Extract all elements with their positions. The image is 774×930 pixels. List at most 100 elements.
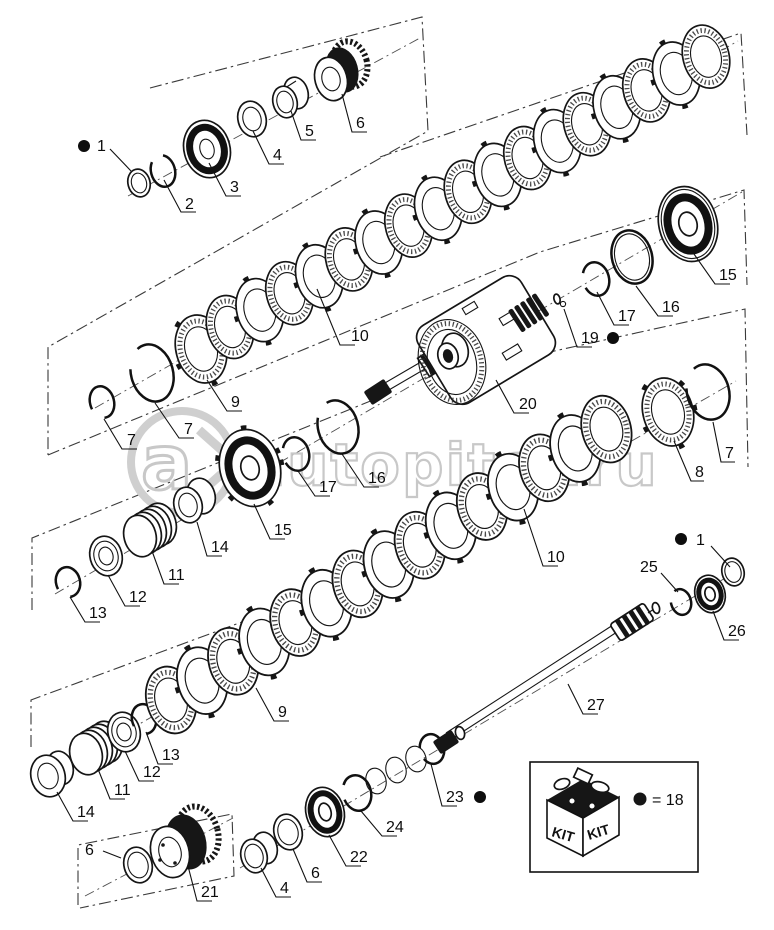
- callout-3: 3: [230, 179, 239, 196]
- callout-8: 8: [695, 464, 704, 481]
- part-oring-1b: [720, 557, 746, 587]
- part-pin-19: [559, 300, 567, 308]
- leader-line: [260, 867, 291, 898]
- boundary-line: [499, 308, 749, 468]
- kit-item-dot-icon: [474, 791, 486, 803]
- callout-9: 9: [231, 394, 240, 411]
- part-shaft-27: [433, 601, 661, 754]
- leader-line: [292, 848, 322, 883]
- part-snap-ring-16b: [316, 399, 360, 455]
- callout-12: 12: [143, 764, 161, 781]
- callout-13: 13: [89, 605, 107, 622]
- boundary-line: [77, 813, 235, 909]
- callout-23: 23: [446, 789, 464, 806]
- callout-7: 7: [127, 432, 136, 449]
- kit-legend-box: KIT KIT = 18: [529, 761, 699, 873]
- callout-12: 12: [129, 589, 147, 606]
- callout-13: 13: [162, 747, 180, 764]
- callout-24: 24: [386, 819, 404, 836]
- leader-line: [430, 763, 457, 807]
- kit-legend-text: = 18: [652, 792, 684, 809]
- part-bushing-4b: [239, 831, 279, 874]
- part-bearing-26: [693, 574, 727, 614]
- part-bearing-flange-15: [215, 425, 285, 511]
- leader-line: [635, 285, 673, 317]
- leader-line: [253, 503, 285, 540]
- callout-17: 17: [319, 479, 337, 496]
- leader-line: [710, 545, 731, 568]
- leader-line: [693, 253, 730, 285]
- callout-16: 16: [368, 470, 386, 487]
- callout-26: 26: [728, 623, 746, 640]
- part-ring-16: [610, 229, 654, 285]
- callout-10: 10: [351, 328, 369, 345]
- leader-line: [712, 421, 735, 463]
- callout-20: 20: [519, 396, 537, 413]
- leader-line: [56, 791, 88, 822]
- part-drum-assembly-20: [364, 274, 562, 406]
- kit-label-left: KIT: [550, 824, 577, 846]
- callout-6: 6: [311, 865, 320, 882]
- leader-line: [187, 865, 212, 902]
- leader-line: [196, 521, 222, 557]
- leader-line: [97, 768, 125, 800]
- part-piston-15: [657, 185, 719, 263]
- part-oring-1: [126, 168, 152, 198]
- leader-line: [712, 610, 739, 641]
- callout-11: 11: [168, 567, 185, 584]
- leader-line: [328, 834, 361, 867]
- leader-line: [103, 418, 137, 450]
- callout-11: 11: [114, 782, 131, 799]
- part-snap-ring-17b: [281, 435, 311, 473]
- leader-line: [154, 402, 194, 439]
- leader-line: [596, 291, 629, 326]
- part-snap-ring-7-large: [129, 343, 175, 403]
- leader-line: [495, 379, 529, 414]
- kit-item-dot-icon: [675, 533, 687, 545]
- callout-14: 14: [211, 539, 229, 556]
- callout-25: 25: [640, 559, 658, 576]
- leader-line: [124, 750, 154, 782]
- callout-5: 5: [305, 123, 314, 140]
- callout-1: 1: [696, 532, 705, 549]
- part-collar-5: [271, 76, 310, 119]
- part-collar-14: [172, 477, 217, 524]
- callout-16: 16: [662, 299, 680, 316]
- kit-label-right: KIT: [585, 821, 612, 843]
- part-snap-ring-2: [149, 153, 177, 189]
- callout-4: 4: [273, 147, 282, 164]
- callout-14: 14: [77, 804, 95, 821]
- boundary-line: [47, 16, 429, 455]
- centerline: [239, 567, 743, 869]
- callout-15: 15: [719, 267, 737, 284]
- part-sleeve-14b: [29, 750, 75, 798]
- callout-2: 2: [185, 196, 194, 213]
- part-snap-ring-24: [341, 773, 373, 813]
- part-bearing-3: [182, 119, 232, 179]
- callout-15: 15: [274, 522, 292, 539]
- part-seal-rings: [365, 745, 427, 795]
- callout-7: 7: [725, 445, 734, 462]
- leader-line: [673, 440, 704, 482]
- part-snap-ring-13: [54, 565, 82, 599]
- centerline: [54, 191, 743, 595]
- leader-line: [151, 550, 179, 585]
- part-snap-ring-7b: [685, 363, 731, 421]
- part-snap-ring-17: [581, 260, 611, 298]
- part-snap-ring-25: [669, 587, 693, 617]
- leader-line: [341, 453, 379, 488]
- part-bearing-22: [304, 786, 346, 838]
- leader-line: [107, 574, 140, 607]
- part-gear-6: [313, 38, 371, 102]
- part-gear-21: [149, 803, 222, 879]
- leader-line: [297, 470, 330, 497]
- callout-21: 21: [201, 884, 219, 901]
- callout-19: 19: [581, 330, 599, 347]
- boundary-line: [47, 189, 748, 456]
- leader-line: [563, 308, 592, 348]
- callout-6: 6: [356, 115, 365, 132]
- leader-line: [567, 683, 598, 715]
